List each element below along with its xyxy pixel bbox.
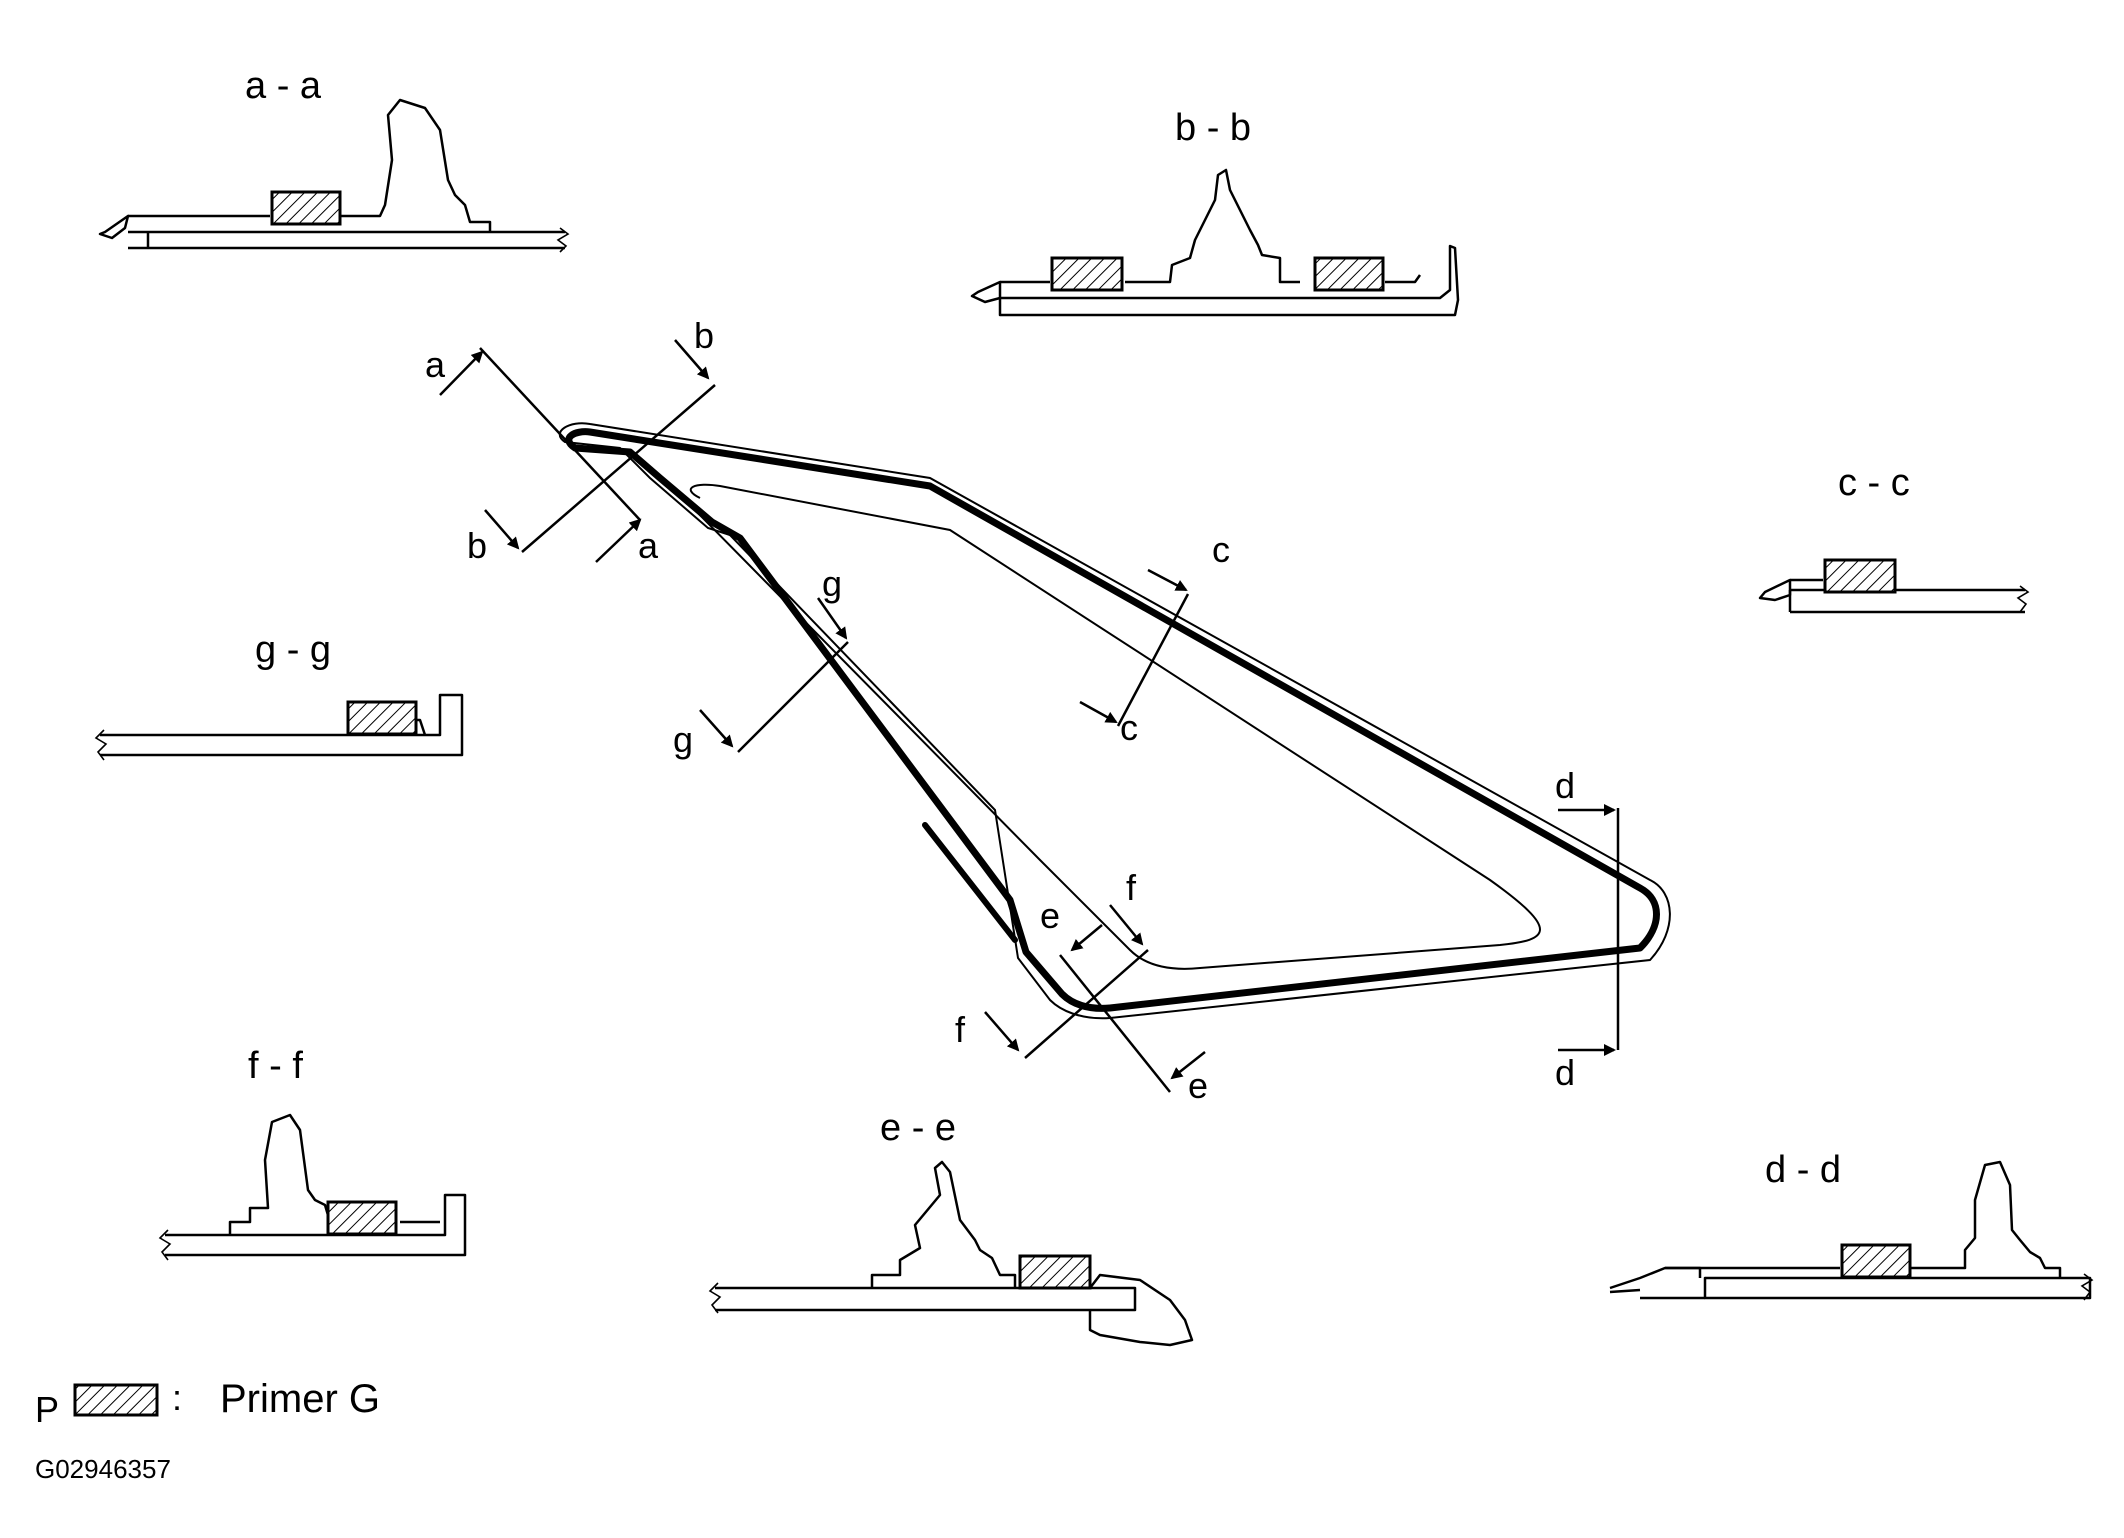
- primer-bead-e: [1018, 1254, 1092, 1290]
- primer-bead-d: [1840, 1243, 1912, 1279]
- section-f-f-title: f - f: [248, 1045, 303, 1087]
- cut-letter-c-top: c: [1212, 529, 1230, 570]
- cut-arrow-e-top: [1070, 924, 1103, 952]
- section-d-d-title: d - d: [1765, 1149, 1841, 1191]
- cut-arrow-e-bottom: [1170, 1051, 1206, 1080]
- cut-letter-labels: a a b b c c d d e e f f g g: [425, 315, 1575, 1106]
- cut-letter-g-bottom: g: [673, 719, 693, 760]
- glass-outer-outline: [558, 422, 1671, 1020]
- cut-arrow-g-top: [816, 597, 848, 640]
- legend-primer-swatch: [73, 1383, 159, 1417]
- primer-bead-b-right: [1313, 256, 1385, 292]
- cut-line-g: [737, 641, 849, 753]
- cut-line-a: [479, 347, 641, 521]
- section-cut-lines: [439, 339, 1620, 1093]
- section-d-d: d - d: [1609, 1149, 2094, 1301]
- section-a-a: a - a: [98, 65, 570, 253]
- cut-letter-b-top: b: [694, 315, 714, 356]
- cut-arrow-a-top: [439, 350, 484, 396]
- cut-line-c: [1116, 593, 1190, 727]
- cut-letter-c-bottom: c: [1120, 707, 1138, 748]
- primer-bead-b-left: [1050, 256, 1124, 292]
- cut-arrow-g-bottom: [699, 709, 734, 748]
- cut-line-e: [1059, 954, 1171, 1093]
- primer-bead-a: [270, 190, 342, 226]
- cut-letter-f-bottom: f: [955, 1009, 966, 1050]
- cut-letter-d-top: d: [1555, 765, 1575, 806]
- cut-arrow-c-bottom: [1079, 700, 1118, 724]
- section-g-g: g - g: [94, 629, 464, 761]
- molding-strip: [922, 822, 1018, 943]
- cut-letter-a-bottom: a: [638, 525, 659, 566]
- section-e-e-title: e - e: [880, 1107, 956, 1149]
- molding-line: [565, 428, 1660, 1012]
- section-g-g-title: g - g: [255, 629, 331, 671]
- section-b-b-title: b - b: [1175, 107, 1251, 149]
- legend-text: Primer G: [220, 1377, 380, 1421]
- cut-arrow-c-top: [1147, 568, 1188, 592]
- section-c-c-title: c - c: [1838, 462, 1910, 504]
- section-e-e: e - e: [708, 1107, 1194, 1347]
- legend-symbol-label: P: [35, 1389, 59, 1430]
- cut-line-f: [1024, 949, 1149, 1059]
- section-f-f: f - f: [158, 1045, 467, 1261]
- legend: P : Primer G: [35, 1377, 380, 1430]
- cut-arrow-f-top: [1109, 904, 1144, 946]
- cut-arrow-a-bottom: [595, 518, 642, 563]
- primer-bead-g: [346, 700, 418, 736]
- glass-inner-outline: [689, 483, 1541, 970]
- section-b-b: b - b: [970, 107, 1460, 317]
- cut-letter-d-bottom: d: [1555, 1052, 1575, 1093]
- cut-letter-e-top: e: [1040, 895, 1060, 936]
- primer-bead-c: [1823, 558, 1897, 594]
- cut-letter-e-bottom: e: [1188, 1065, 1208, 1106]
- cut-letter-g-top: g: [822, 563, 842, 604]
- cut-letter-a-top: a: [425, 344, 446, 385]
- legend-colon: :: [172, 1377, 182, 1418]
- primer-bead-f: [326, 1200, 398, 1236]
- cut-arrow-f-bottom: [984, 1011, 1020, 1052]
- figure-code: G02946357: [35, 1454, 171, 1484]
- cut-letter-b-bottom: b: [467, 525, 487, 566]
- section-c-c: c - c: [1758, 462, 2030, 614]
- cut-arrow-b-top: [674, 339, 710, 380]
- section-a-a-title: a - a: [245, 65, 322, 107]
- cut-line-b: [521, 384, 716, 553]
- quarter-window-glass: [558, 422, 1671, 1020]
- cut-letter-f-top: f: [1126, 867, 1137, 908]
- cut-arrow-b-bottom: [484, 509, 520, 550]
